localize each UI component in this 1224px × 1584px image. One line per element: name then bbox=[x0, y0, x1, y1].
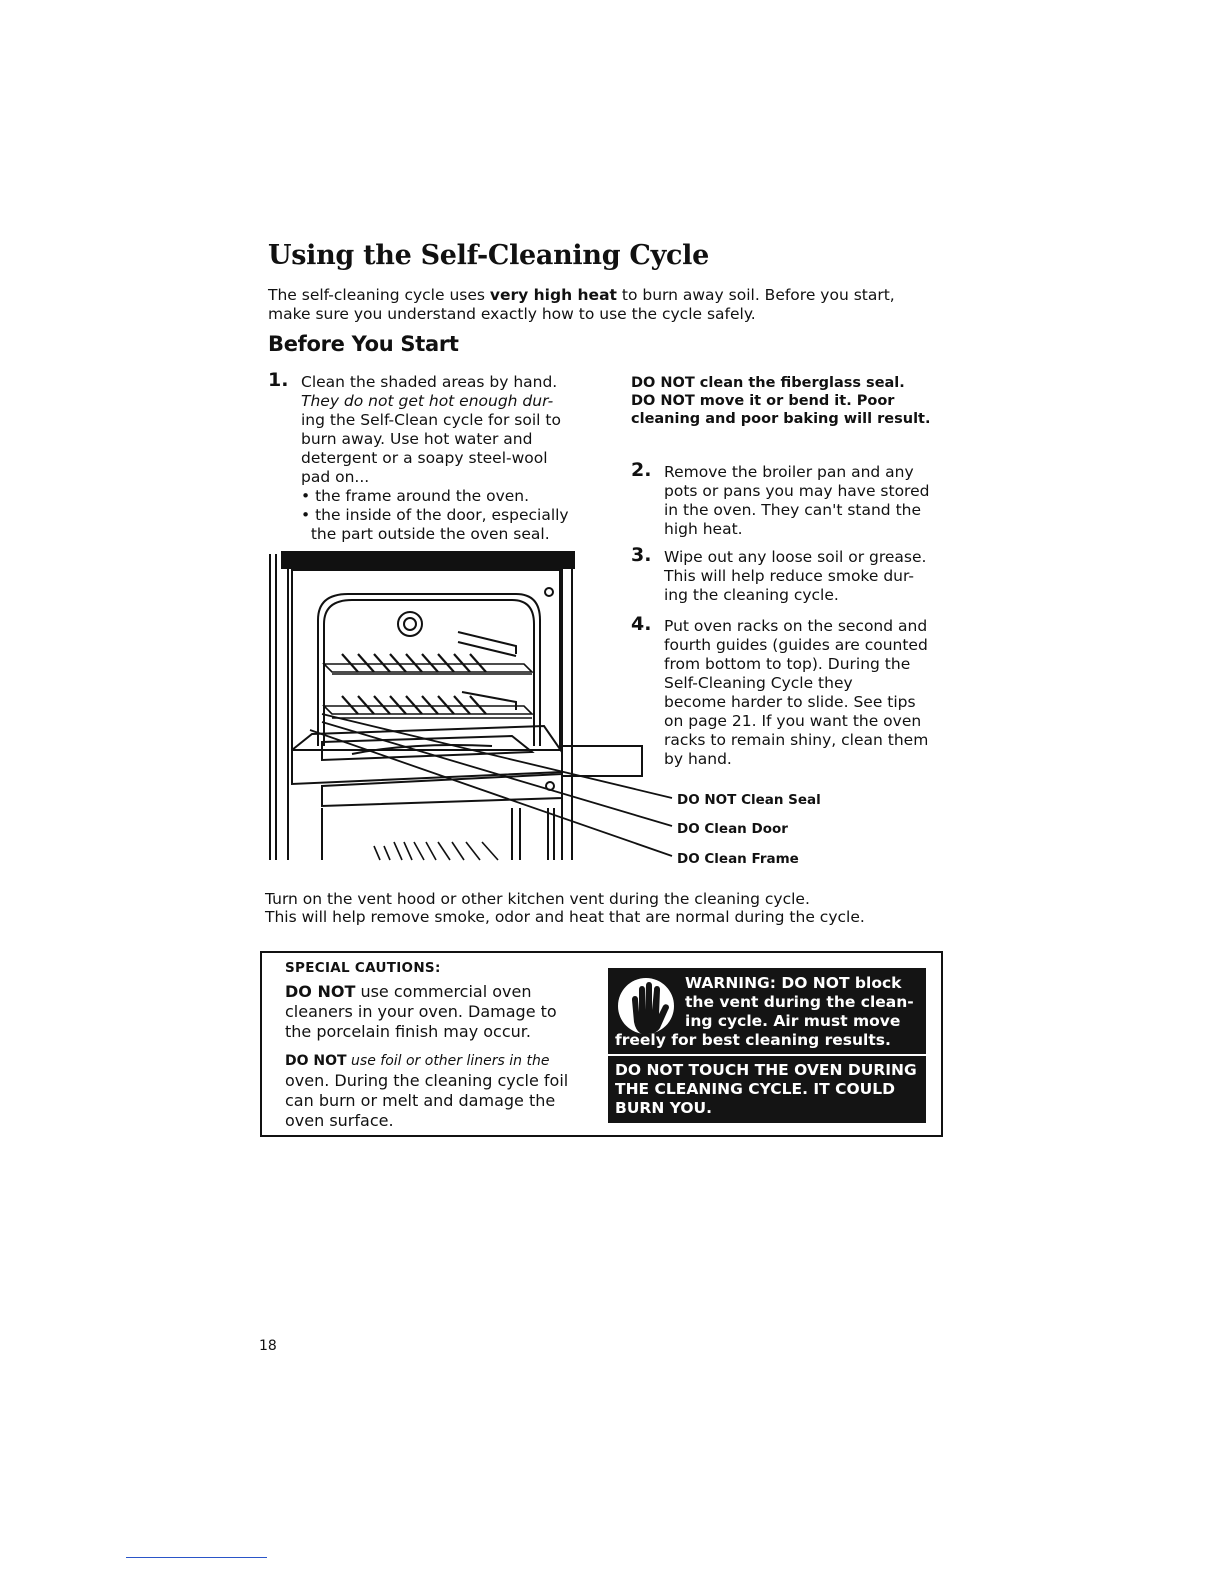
step-line: the part outside the oven seal. bbox=[301, 525, 550, 543]
intro-text: The self-cleaning cycle uses bbox=[268, 286, 490, 304]
callout-door: DO Clean Door bbox=[677, 821, 788, 837]
oven-illustration bbox=[269, 551, 673, 861]
step-line: detergent or a soapy steel-wool bbox=[301, 449, 548, 467]
intro-emphasis: very high heat bbox=[489, 286, 617, 304]
step-line: pots or pans you may have stored bbox=[664, 482, 930, 500]
warning-line: BURN YOU. bbox=[615, 1099, 713, 1117]
caution-paragraph-2: DO NOT use foil or other liners in the o… bbox=[285, 1050, 568, 1131]
step-line: burn away. Use hot water and bbox=[301, 430, 533, 448]
step-line: ing the Self-Clean cycle for soil to bbox=[301, 411, 561, 429]
intro-text: make sure you understand exactly how to … bbox=[268, 305, 756, 323]
warning-line: the vent during the clean- bbox=[685, 993, 914, 1011]
caution-emphasis: DO NOT bbox=[285, 982, 356, 1001]
step-line: fourth guides (guides are counted bbox=[664, 636, 928, 654]
vent-line: Turn on the vent hood or other kitchen v… bbox=[265, 890, 810, 908]
vent-note: Turn on the vent hood or other kitchen v… bbox=[265, 890, 865, 926]
intro-text: to burn away soil. Before you start, bbox=[616, 286, 895, 304]
caution-emphasis: DO NOT bbox=[285, 1053, 347, 1069]
step-line: Wipe out any loose soil or grease. bbox=[664, 548, 927, 566]
step-line: high heat. bbox=[664, 520, 743, 538]
footer-rule bbox=[126, 1557, 267, 1558]
warning-line: freely for best cleaning results. bbox=[615, 1031, 891, 1049]
warning-text-right: WARNING: DO NOT block the vent during th… bbox=[685, 974, 914, 1031]
step-line: ing the cleaning cycle. bbox=[664, 586, 839, 604]
warning-divider bbox=[608, 1054, 926, 1056]
page-title: Using the Self-Cleaning Cycle bbox=[268, 240, 709, 271]
step-number: 2. bbox=[631, 459, 652, 481]
warning-line: ing cycle. Air must move bbox=[685, 1012, 901, 1030]
step-line: from bottom to top). During the bbox=[664, 655, 911, 673]
warning-box: WARNING: DO NOT block the vent during th… bbox=[608, 968, 926, 1123]
caution-text: cleaners in your oven. Damage to bbox=[285, 1002, 557, 1021]
step-line: racks to remain shiny, clean them bbox=[664, 731, 929, 749]
special-cautions-box bbox=[260, 951, 943, 1137]
fiberglass-seal-note: DO NOT clean the fiberglass seal. DO NOT… bbox=[631, 374, 931, 428]
step-line: Put oven racks on the second and bbox=[664, 617, 928, 635]
step-number: 4. bbox=[631, 613, 652, 635]
note-line: DO NOT clean the fiberglass seal. bbox=[631, 375, 905, 391]
note-line: DO NOT move it or bend it. Poor bbox=[631, 393, 895, 409]
step-line: • the frame around the oven. bbox=[301, 487, 530, 505]
caution-text: can burn or melt and damage the bbox=[285, 1091, 556, 1110]
step-line: This will help reduce smoke dur- bbox=[664, 567, 914, 585]
step-number: 3. bbox=[631, 544, 652, 566]
step-number: 1. bbox=[268, 369, 289, 391]
warning-line: DO NOT TOUCH THE OVEN DURING bbox=[615, 1061, 917, 1079]
step-line: become harder to slide. See tips bbox=[664, 693, 916, 711]
step-line: on page 21. If you want the oven bbox=[664, 712, 922, 730]
callout-frame: DO Clean Frame bbox=[677, 851, 799, 867]
caution-paragraph-1: DO NOT use commercial oven cleaners in y… bbox=[285, 982, 557, 1042]
page-number: 18 bbox=[259, 1338, 277, 1354]
step-line: • the inside of the door, especially bbox=[301, 506, 569, 524]
step-line: Remove the broiler pan and any bbox=[664, 463, 914, 481]
caution-text: oven. During the cleaning cycle foil bbox=[285, 1071, 569, 1090]
step-line: by hand. bbox=[664, 750, 732, 768]
warning-line: THE CLEANING CYCLE. IT COULD bbox=[615, 1080, 895, 1098]
caution-text: use foil or other liners in the bbox=[346, 1053, 550, 1069]
callout-seal: DO NOT Clean Seal bbox=[677, 792, 821, 808]
section-heading: Before You Start bbox=[268, 332, 459, 356]
step-line: Clean the shaded areas by hand. bbox=[301, 373, 558, 391]
intro-paragraph: The self-cleaning cycle uses very high h… bbox=[268, 286, 968, 324]
warning-line: WARNING: DO NOT block bbox=[685, 974, 902, 992]
vent-line: This will help remove smoke, odor and he… bbox=[265, 908, 865, 926]
step-line: They do not get hot enough dur- bbox=[301, 392, 554, 410]
caution-text: the porcelain finish may occur. bbox=[285, 1022, 531, 1041]
cautions-title: SPECIAL CAUTIONS: bbox=[285, 960, 441, 976]
caution-text: use commercial oven bbox=[355, 982, 532, 1001]
step-line: pad on... bbox=[301, 468, 370, 486]
hand-stop-icon bbox=[618, 978, 674, 1034]
step-line: Self-Cleaning Cycle they bbox=[664, 674, 853, 692]
note-line: cleaning and poor baking will result. bbox=[631, 411, 931, 427]
caution-text: oven surface. bbox=[285, 1111, 394, 1130]
warning-touch-text: DO NOT TOUCH THE OVEN DURING THE CLEANIN… bbox=[615, 1061, 917, 1118]
step-line: in the oven. They can't stand the bbox=[664, 501, 922, 519]
